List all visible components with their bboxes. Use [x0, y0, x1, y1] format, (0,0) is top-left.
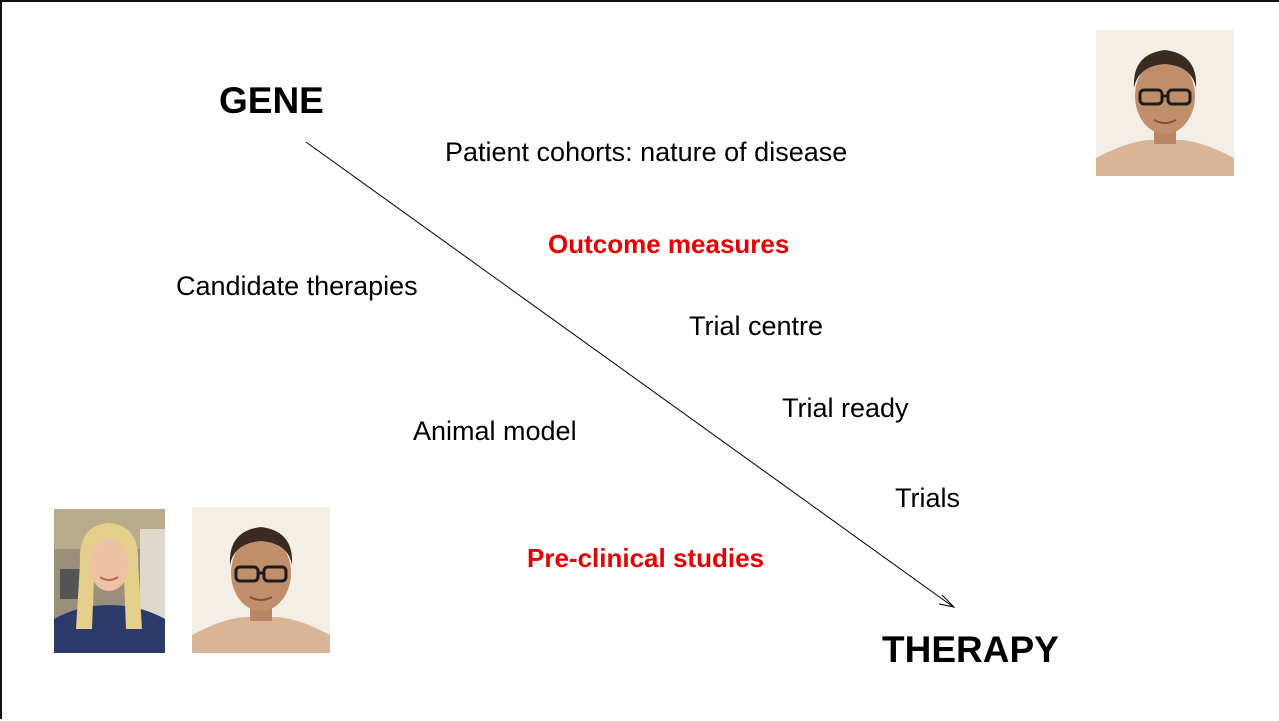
therapy-label: THERAPY [882, 629, 1059, 670]
animal-model-label: Animal model [413, 416, 577, 446]
portrait-photo-bottom-right [192, 507, 330, 653]
outcome-measures-label: Outcome measures [548, 229, 790, 259]
trials-label: Trials [895, 483, 960, 513]
trial-centre-label: Trial centre [689, 311, 824, 341]
candidate-therapies-label: Candidate therapies [176, 271, 418, 301]
patient-cohorts-label: Patient cohorts: nature of disease [445, 137, 848, 167]
preclinical-studies-label: Pre-clinical studies [527, 543, 764, 573]
arrow-head [938, 594, 956, 608]
trial-ready-label: Trial ready [782, 393, 909, 423]
gene-label: GENE [219, 80, 324, 121]
arrow-line [305, 141, 953, 607]
portrait-photo-top-right [1096, 30, 1234, 176]
portrait-photo-bottom-left [54, 509, 165, 653]
